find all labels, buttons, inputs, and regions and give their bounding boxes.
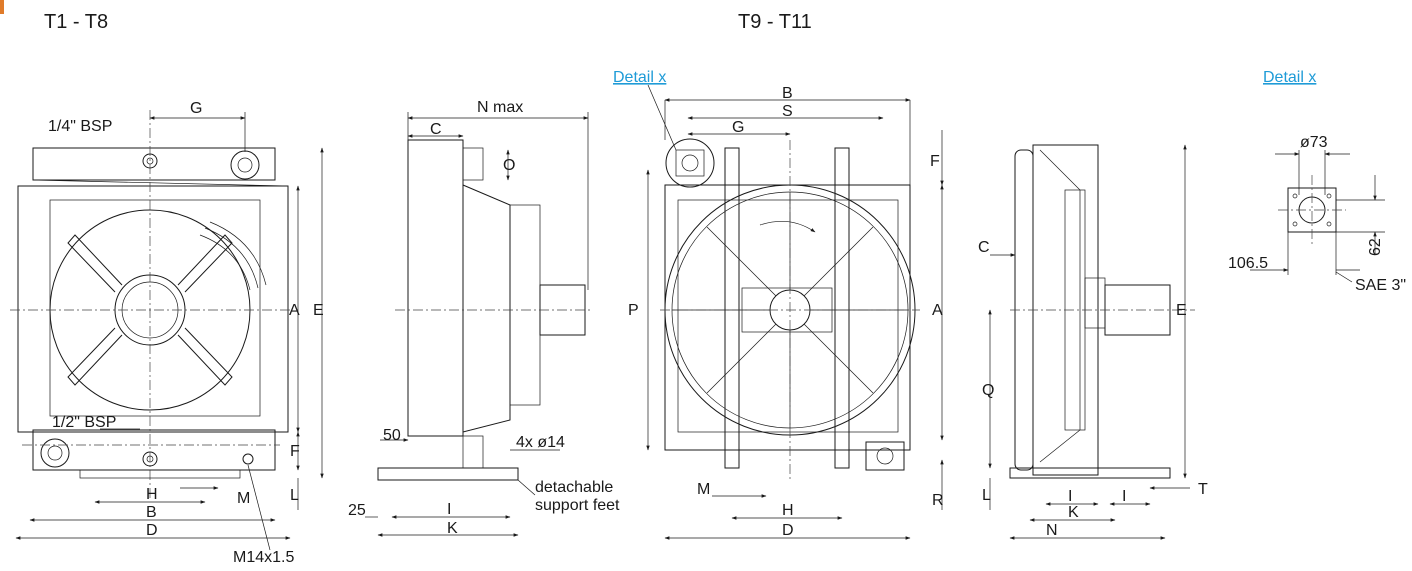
view2-side [365, 112, 590, 537]
v4-dim-n: N [1046, 522, 1058, 539]
v3-dim-f: F [930, 153, 940, 170]
v1-dim-l: L [290, 487, 299, 504]
v1-dim-a: A [289, 302, 300, 319]
v1-thread-label: M14x1.5 [233, 549, 294, 566]
detail-x-link-2[interactable]: Detail x [1263, 69, 1316, 86]
title-t1-t8: T1 - T8 [44, 11, 108, 33]
v4-dim-k: K [1068, 504, 1079, 521]
v3-dim-m: M [697, 481, 710, 498]
detail-dim-62: 62 [1367, 238, 1384, 256]
v3-dim-h: H [782, 502, 794, 519]
v4-dim-e: E [1176, 302, 1187, 319]
v2-dim-k: K [447, 520, 458, 537]
v1-dim-g: G [190, 100, 202, 117]
v1-dim-b: B [146, 504, 157, 521]
v2-dim-25: 25 [348, 502, 366, 519]
v4-dim-i-1: I [1068, 488, 1072, 505]
v1-dim-f: F [290, 443, 300, 460]
v1-port-quarter-bsp: 1/4" BSP [48, 118, 112, 135]
v3-dim-d: D [782, 522, 794, 539]
v4-dim-t: T [1198, 481, 1208, 498]
v4-dim-i-2: I [1122, 488, 1126, 505]
v3-dim-b: B [782, 85, 793, 102]
v1-port-half-bsp: 1/2" BSP [52, 414, 116, 431]
orange-corner-marker [0, 0, 4, 14]
v2-dim-i: I [447, 501, 451, 518]
detail-x-flange [1250, 150, 1385, 283]
title-t9-t11: T9 - T11 [738, 11, 812, 33]
v4-dim-c: C [978, 239, 990, 256]
v2-dim-o: O [503, 157, 515, 174]
v1-dim-d: D [146, 522, 158, 539]
v2-dim-n-max: N max [477, 99, 523, 116]
view3-front [646, 84, 944, 540]
v2-holes-label: 4x ø14 [516, 434, 565, 451]
v3-dim-s: S [782, 103, 793, 120]
v2-dim-50: 50 [383, 427, 401, 444]
v2-dim-c: C [430, 121, 442, 138]
detail-x-link-1[interactable]: Detail x [613, 69, 666, 86]
v4-dim-l: L [982, 487, 991, 504]
v3-dim-g: G [732, 119, 744, 136]
v1-dim-h: H [146, 486, 158, 503]
v2-feet-label-1: detachable [535, 479, 613, 496]
v3-dim-r: R [932, 492, 944, 509]
view1-front [10, 110, 324, 551]
detail-dim-106-5: 106.5 [1228, 255, 1268, 272]
v1-dim-e: E [313, 302, 324, 319]
v3-dim-p: P [628, 302, 639, 319]
detail-dim-dia73: ø73 [1300, 134, 1328, 151]
view4-side [988, 144, 1195, 540]
v4-dim-q: Q [982, 382, 994, 399]
v3-dim-a: A [932, 302, 943, 319]
detail-sae-label: SAE 3" [1355, 277, 1406, 294]
v1-dim-m: M [237, 490, 250, 507]
v2-feet-label-2: support feet [535, 497, 620, 514]
